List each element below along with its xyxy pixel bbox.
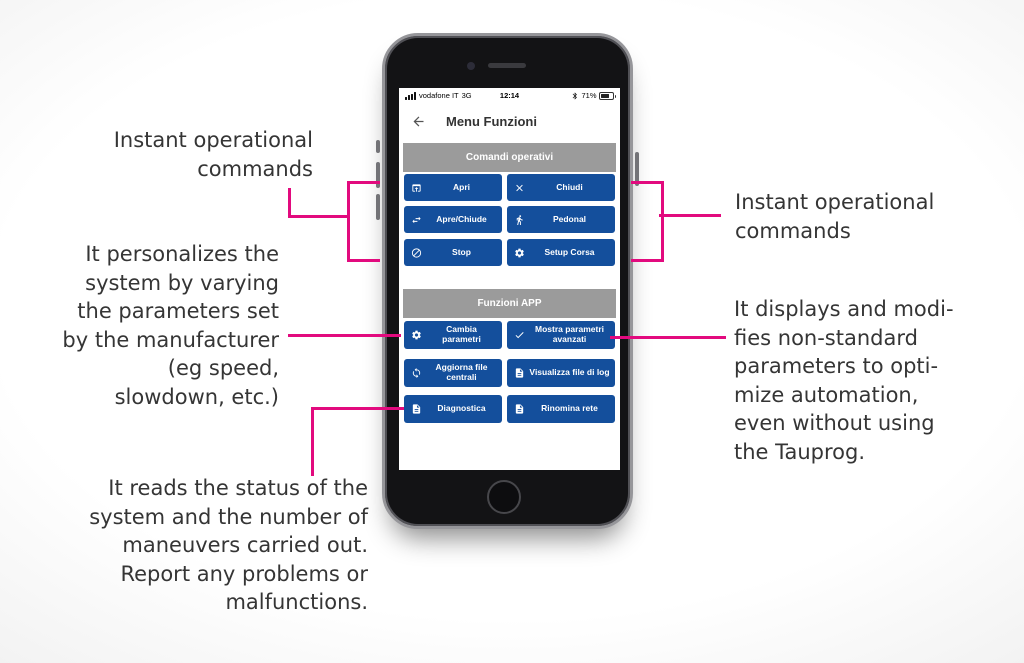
block-icon	[411, 247, 422, 258]
carrier-label: vodafone IT	[419, 91, 459, 100]
phone-screen: vodafone IT 3G 12:14 71% Menu Funzioni C…	[399, 88, 620, 470]
sync-icon	[412, 367, 421, 379]
back-arrow-icon[interactable]	[411, 114, 426, 129]
connector-right-mid-line	[610, 336, 726, 339]
button-rinomina-rete[interactable]: Rinomina rete	[507, 395, 615, 423]
button-label: Stop	[452, 246, 471, 257]
annotation-left-mid: It personalizes the system by varying th…	[62, 242, 279, 409]
button-setup-corsa[interactable]: Setup Corsa	[507, 239, 615, 266]
close-icon	[516, 184, 523, 191]
button-aggiorna-file-centrali[interactable]: Aggiorna file centrali	[404, 359, 502, 387]
battery-percent-label: 71%	[581, 91, 597, 100]
pedestrian-icon	[516, 214, 523, 225]
connector-left-mid-line	[288, 334, 401, 337]
open-icon	[412, 183, 421, 192]
button-label: Mostra parametri avanzati	[535, 324, 604, 344]
annotation-left-bottom: It reads the status of the system and th…	[89, 476, 368, 614]
page-title: Menu Funzioni	[446, 114, 537, 129]
connector-right-top-line	[659, 214, 721, 217]
connector-left-bracket	[347, 181, 380, 262]
connector-right-bracket	[631, 181, 664, 262]
button-visualizza-file-di-log[interactable]: Visualizza file di log	[507, 359, 615, 387]
app-header: Menu Funzioni	[399, 103, 620, 140]
swap-arrows-icon	[412, 216, 421, 223]
phone-mockup: vodafone IT 3G 12:14 71% Menu Funzioni C…	[376, 33, 639, 529]
document-icon	[412, 404, 421, 414]
volume-up-button	[376, 162, 380, 188]
front-camera-icon	[467, 62, 475, 70]
status-bar: vodafone IT 3G 12:14 71%	[399, 88, 620, 103]
button-label: Setup Corsa	[544, 246, 595, 257]
annotation-right-top: Instant operational commands	[735, 190, 935, 243]
network-label: 3G	[461, 91, 472, 100]
button-chiudi[interactable]: Chiudi	[507, 174, 615, 201]
mute-switch	[376, 140, 380, 153]
button-pedonal[interactable]: Pedonal	[507, 206, 615, 233]
button-label: Rinomina rete	[541, 403, 598, 414]
button-label: Diagnostica	[437, 403, 486, 414]
volume-down-button	[376, 194, 380, 220]
button-label: Visualizza file di log	[529, 367, 610, 378]
connector-left-bottom-elbow	[311, 407, 404, 476]
section-header-funzioni-app: Funzioni APP	[403, 289, 616, 318]
button-label: Chiudi	[556, 181, 583, 192]
document-icon	[515, 404, 524, 414]
connector-left-top-elbow	[288, 188, 350, 218]
button-stop[interactable]: Stop	[404, 239, 502, 266]
home-button[interactable]	[487, 480, 521, 514]
button-label: Cambia parametri	[442, 324, 481, 344]
button-label: Aggiorna file centrali	[435, 362, 488, 382]
gear-icon	[515, 248, 524, 257]
button-label: Pedonal	[552, 213, 587, 224]
button-mostra-parametri-avanzati[interactable]: Mostra parametri avanzati	[507, 321, 615, 349]
button-label: Apre/Chiude	[436, 213, 487, 224]
document-icon	[515, 368, 524, 378]
section-header-comandi-operativi: Comandi operativi	[403, 143, 616, 172]
bluetooth-icon	[572, 92, 577, 99]
button-apri[interactable]: Apri	[404, 174, 502, 201]
power-button	[635, 152, 639, 186]
button-apre-chiude[interactable]: Apre/Chiude	[404, 206, 502, 233]
battery-icon	[599, 91, 616, 100]
button-cambia-parametri[interactable]: Cambia parametri	[404, 321, 502, 349]
clock: 12:14	[499, 91, 520, 100]
check-icon	[515, 332, 524, 339]
button-diagnostica[interactable]: Diagnostica	[404, 395, 502, 423]
button-label: Apri	[453, 181, 470, 192]
annotation-left-top: Instant operational commands	[113, 128, 313, 181]
annotation-right-bottom: It displays and modi- fies non-standard …	[734, 297, 954, 464]
earpiece-speaker	[488, 63, 526, 68]
signal-bars-icon	[405, 92, 416, 100]
gear-icon	[412, 330, 421, 340]
